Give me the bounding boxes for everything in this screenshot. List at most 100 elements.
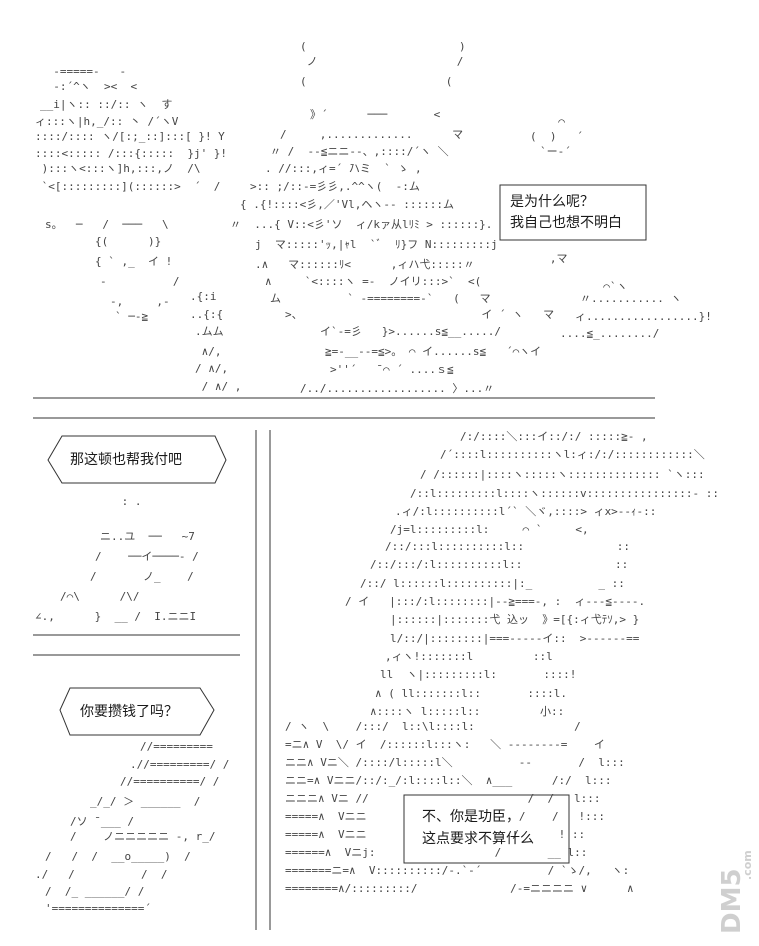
svg-text:/j=l:::::::::l: ⌒ ` <,: /j=l:::::::::l: ⌒ ` <,: [390, 523, 589, 536]
svg-text:/ ヽ \ /:::/ l::\l::::l:: / ヽ \ /:::/ l::\l::::l: /: [285, 720, 581, 733]
art-right-mid-figure: /:/::::＼:::イ::/:/ :::::≧- ,: [460, 430, 648, 443]
svg-text:./ / / /: ./ / / /: [35, 868, 167, 881]
svg-text:,マ: ,マ: [530, 252, 568, 265]
svg-text:-:´^ヽ >< <: -:´^ヽ >< <: [40, 80, 137, 93]
watermark-domain: .com: [741, 850, 754, 880]
svg-text:.{:i: .{:i: [190, 290, 217, 303]
svg-text://==========/ /: //==========/ /: [120, 775, 219, 788]
svg-text:======∧ Vニj:: ======∧ Vニj: / __ l::: [285, 846, 587, 859]
svg-text:.//=========/ /: .//=========/ /: [130, 758, 229, 771]
svg-text:/::/ l::::::l::::::::::|:_: /::/ l::::::l::::::::::|:_ _ ::: [360, 577, 625, 590]
svg-text:::::/:::: ヽ/[:;_::]:::[ }! Y: ::::/:::: ヽ/[:;_::]:::[ }! Y: [35, 130, 225, 143]
bubble-merit-line-2: 这点要求不算什么: [422, 831, 534, 847]
svg-text:/../.................. 〉...〃: /../.................. 〉...〃: [300, 382, 494, 395]
bubble-merit-frame: [403, 794, 570, 864]
svg-text:( ) ´: ( ) ´: [530, 130, 583, 143]
bubble-money-frame: [59, 687, 215, 736]
svg-text:/ ,............. マ: / ,............. マ: [280, 128, 463, 141]
svg-text:〃 / -‐≦ニニ-‐、,::::/´ヽ ＼: 〃 / -‐≦ニニ-‐、,::::/´ヽ ＼: [270, 145, 449, 158]
svg-text:_/_/ ＞ ______ /: _/_/ ＞ ______ /: [90, 795, 200, 808]
svg-text:/´::::l::::::::::ヽl:ィ:/:/:::::: /´::::l::::::::::ヽl:ィ:/:/::::::::::::＼: [440, 448, 705, 461]
svg-text:ニ..ユ ── ~7: ニ..ユ ── ~7: [100, 530, 195, 543]
svg-text:=ニ∧ V \/ イ /::::::l:::ヽ: ＼: =ニ∧ V \/ イ /::::::l:::ヽ: ＼ --------= イ: [285, 738, 605, 751]
svg-text:∧::::ヽ l:::::l:: 小::: ∧::::ヽ l:::::l:: 小::: [370, 705, 564, 718]
svg-text:》´ ─── <: 》´ ─── <: [310, 108, 441, 121]
svg-text:-, ,-: -, ,-: [110, 295, 170, 308]
svg-text:〃 ...{ V::<彡'ソ ィ/kァ从lﾘﾐ > ::: 〃 ...{ V::<彡'ソ ィ/kァ从lﾘﾐ > ::::::}.: [230, 218, 492, 231]
svg-text:>''´ ̄ ⌒ ´ ....ｓ≦: >''´ ̄ ⌒ ´ ....ｓ≦: [330, 363, 454, 376]
svg-text:/ ──イ────- /: / ──イ────- /: [95, 550, 199, 563]
bubble-why-line-1: 是为什么呢？: [510, 194, 594, 210]
svg-text:/ ∧/,: / ∧/,: [195, 362, 228, 375]
svg-text:=======ニ=∧ V::::::::::/-.`-´: =======ニ=∧ V::::::::::/-.`-´ / `ゝ/, ヽ:: [285, 864, 629, 877]
svg-text:∧ ( ll:::::::l:: ::::l.: ∧ ( ll:::::::l:: ::::l.: [375, 687, 567, 700]
svg-text:{( )}: {( )}: [95, 235, 161, 248]
bubble-why-frame: [499, 184, 647, 241]
art-left-mid-figure: : .: [115, 495, 142, 508]
svg-text:イ`-=彡 }>......s≦__...../: イ`-=彡 }>......s≦__...../: [320, 325, 501, 338]
svg-text:∠., } __ / I.ニニI: ∠., } __ / I.ニニI: [35, 610, 196, 623]
svg-text:/ ノ_ /: / ノ_ /: [90, 570, 194, 583]
svg-text:〃........... ヽ: 〃........... ヽ: [580, 292, 681, 305]
svg-text:=====∧ Vニニ: =====∧ Vニニ / / !:::: [285, 810, 605, 823]
art-top-left-figure: -=====- -: [40, 65, 126, 78]
bubble-money-text: 你要攒钱了吗？: [80, 704, 178, 720]
svg-text:....≦_......../: ....≦_......../: [560, 327, 659, 340]
svg-text:ィ.................}!: ィ.................}!: [575, 310, 712, 323]
svg-text:|::::::|:::::::弋 込ッ 》=[{:ィ弋ﾃｿ: |::::::|:::::::弋 込ッ 》=[{:ィ弋ﾃｿ,> }: [390, 613, 639, 626]
svg-text:/ ノニニニニニ -, r_/: / ノニニニニニ -, r_/: [70, 830, 215, 843]
svg-text:ニニニ∧ Vニ //: ニニニ∧ Vニ // / / l:::: [285, 792, 601, 805]
svg-text:` ─-≧: ` ─-≧: [115, 310, 148, 323]
svg-text:>、 イ: >、 イ ´ ヽ マ: [285, 308, 554, 321]
svg-text:.∧ マ::::::ﾘ< ,ィハ弋:::::〃: .∧ マ::::::ﾘ< ,ィハ弋:::::〃: [255, 258, 474, 271]
svg-text:::::<::::: /:::{::::: }j' }!: ::::<::::: /:::{::::: }j' }!: [35, 147, 227, 160]
svg-text:/ ∧/ ,: / ∧/ ,: [195, 380, 241, 393]
svg-text:∧/,: ∧/,: [195, 345, 222, 358]
svg-text:,ィヽ!:::::::l ::l: ,ィヽ!:::::::l ::l: [385, 650, 553, 663]
bubble-pay-text: 那这顿也帮我付吧: [70, 452, 182, 468]
svg-text:'==============´: '==============´: [45, 902, 151, 915]
svg-text:ノ /: ノ /: [300, 55, 463, 68]
svg-text:. //:::,ィ=´ ̄ハミ ` ゝ ,: . //:::,ィ=´ ̄ハミ ` ゝ ,: [265, 162, 422, 175]
svg-text:ニニ=∧ Vニニ/::/:_/:l::::l::＼ ∧__: ニニ=∧ Vニニ/::/:_/:l::::l::＼ ∧___ /:/ l:::: [285, 774, 612, 787]
svg-text:ニニ∧ Vニ＼ /::::/l:::::l＼: ニニ∧ Vニ＼ /::::/l:::::l＼ -- / l:::: [285, 756, 625, 769]
svg-text:/ / / __o_____) /: / / / __o_____) /: [45, 850, 191, 863]
svg-text:.ムム: .ムム: [195, 325, 224, 338]
svg-text:{ ` ,_ イ !: { ` ,_ イ !: [95, 255, 172, 268]
svg-text:- /: - /: [100, 275, 179, 288]
svg-text:/::/:::l::::::::::l::: /::/:::l::::::::::l:: ::: [385, 540, 630, 553]
bubble-why-line-2: 我自己也想不明白: [510, 215, 622, 231]
svg-text:ィ:::ヽ|h,_/:: 丶 /´ヽV: ィ:::ヽ|h,_/:: 丶 /´ヽV: [35, 115, 179, 128]
bubble-merit-line-1: 不、你是功臣，: [422, 809, 520, 825]
svg-text:):::ヽ<:::ヽ]h,:::,ノ /\: ):::ヽ<:::ヽ]h,:::,ノ /\: [35, 162, 200, 175]
svg-text:`<[:::::::::](::::::> ´ /: `<[:::::::::](::::::> ´ /: [35, 180, 220, 193]
svg-text:ll ヽ|:::::::::l: ::::!: ll ヽ|:::::::::l: ::::!: [380, 668, 576, 681]
svg-text:/ イ |:::/:l::::::::|--≧===-,: / イ |:::/:l::::::::|--≧===-, : ィ---≦----…: [345, 595, 645, 608]
art-left-bottom-figure: //=========: [140, 740, 213, 753]
svg-text:/ソ ̄ ___ /: /ソ ̄ ___ /: [70, 815, 134, 828]
svg-text:l/::/|::::::::|===-----イ:: >-: l/::/|::::::::|===-----イ:: >------==: [390, 632, 640, 645]
bubble-pay-frame: [47, 435, 227, 484]
svg-text:/::/:::/:l::::::::::l::: /::/:::/:l::::::::::l:: ::: [370, 558, 628, 571]
svg-text:.ィ/:l::::::::::l´` ＼ヾ,::::> ィx: .ィ/:l::::::::::l´` ＼ヾ,::::> ィx>--ｨ-::: [395, 505, 656, 518]
svg-text:========∧/:::::::::/: ========∧/:::::::::/ /-=ニニニニ ∨ ∧: [285, 882, 634, 895]
art-top-right-figure: ⌒: [545, 115, 565, 128]
svg-text:≧=-__--=≦>。 ⌒ イ......s≦ ´⌒ヽイ: ≧=-__--=≦>。 ⌒ イ......s≦ ´⌒ヽイ: [325, 345, 541, 358]
svg-text:=====∧ Vニニ: =====∧ Vニニ / ! ::: [285, 828, 585, 841]
svg-text:ム ` -========-` (: ム ` -========-` ( マ: [270, 292, 491, 305]
watermark: DM5 .com: [713, 842, 754, 937]
svg-text:`ー-´: `ー-´: [540, 145, 571, 158]
svg-text:..{:{: ..{:{: [190, 308, 223, 321]
svg-text:j マ:::::'ｯ,|ｬl `ﾞ ﾘ}フ N::::: j マ:::::'ｯ,|ｬl `ﾞ ﾘ}フ N:::::::::j: [255, 238, 498, 251]
svg-text:__i|ヽ:: ::/:: ヽ す: __i|ヽ:: ::/:: ヽ す: [40, 98, 172, 111]
svg-text:/::l:::::::::l::::ヽ::::::v::::: /::l:::::::::l::::ヽ::::::v::::::::::::::…: [410, 487, 719, 500]
svg-text:>:: ;/::-=彡彡,.^^ヽ( -:ム: >:: ;/::-=彡彡,.^^ヽ( -:ム: [250, 180, 420, 193]
svg-text:/ /_ ______/ /: / /_ ______/ /: [45, 885, 144, 898]
svg-text:s。 ─ / ─── \: s。 ─ / ─── \: [45, 218, 169, 231]
art-top-center-figure: ( ): [300, 40, 466, 53]
svg-text:/ /::::::|::::ヽ:::::ヽ:::::::::: / /::::::|::::ヽ:::::ヽ:::::::::::::: `ヽ::…: [420, 468, 705, 481]
svg-text:{ .{!::::<彡,／'Vl,ヘヽ-‐ ::::::ム: { .{!::::<彡,／'Vl,ヘヽ-‐ ::::::ム: [240, 198, 454, 211]
svg-text:∧ `<::::ヽ =- ノイリ:::>` <(: ∧ `<::::ヽ =- ノイリ:::>` <(: [265, 275, 481, 288]
svg-text:/⌒\ /\/: /⌒\ /\/: [60, 590, 139, 603]
